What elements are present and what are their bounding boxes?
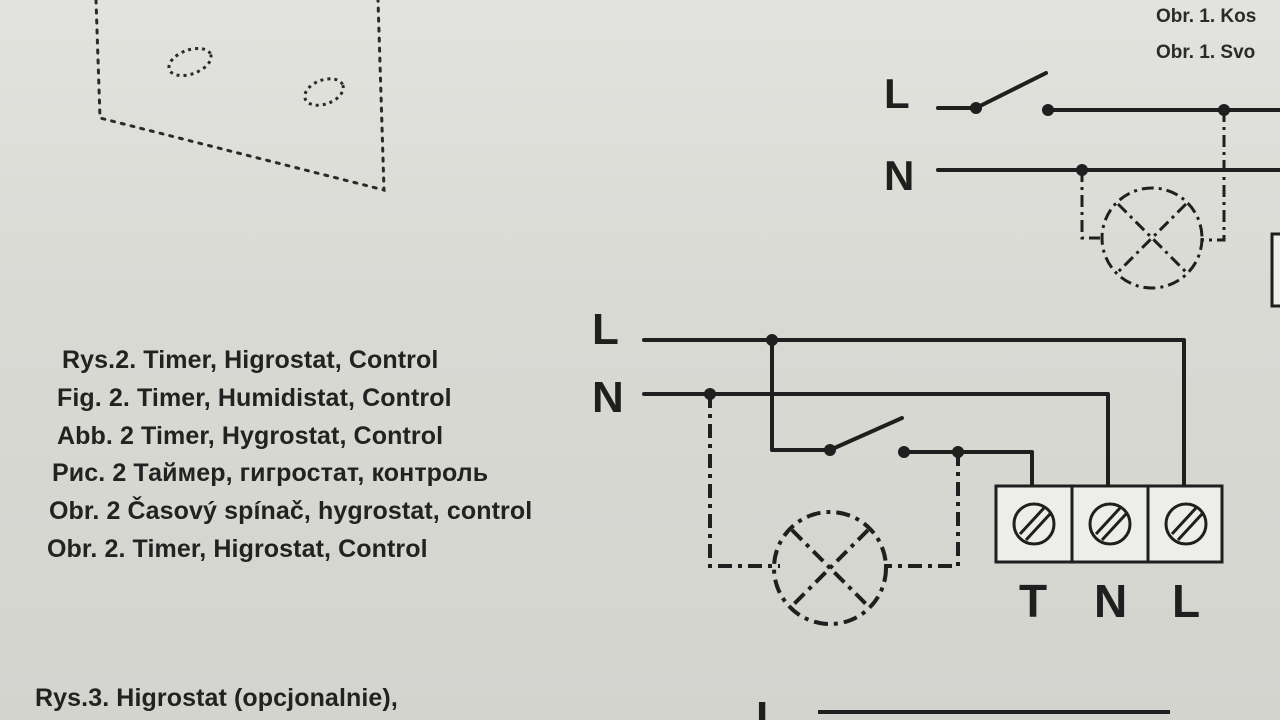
diagram2-N-wire <box>642 392 1110 488</box>
terminal-block: T N L <box>994 484 1224 627</box>
terminal-screw-T-icon <box>1012 502 1056 546</box>
diagram1-label-N: N <box>884 152 914 199</box>
fig2-caption-de: Abb. 2 Timer, Hygrostat, Control <box>57 422 444 450</box>
diagram1-terminal-edge <box>1270 232 1280 308</box>
fig2-caption-pl: Rys.2. Timer, Higrostat, Control <box>62 346 439 374</box>
diagram1-switch-contact <box>1042 104 1054 116</box>
diagram1-switch-lever <box>974 71 1048 110</box>
diagram1-lamp-cross-b <box>1116 202 1188 274</box>
diagram2-switch-feed-wire <box>770 338 832 452</box>
diagram2-L-wire <box>642 338 1186 488</box>
diagram2-lamp-wire-N <box>708 394 780 568</box>
diagram1-switch-pivot <box>970 102 982 114</box>
diagram2-lamp-cross-b <box>790 528 870 608</box>
diagram1-lamp-icon <box>1100 186 1204 290</box>
fig2-caption-en: Fig. 2. Timer, Humidistat, Control <box>57 384 452 412</box>
diagram2-switch-contact <box>898 446 910 458</box>
diagram1-lamp-wire-L <box>1202 110 1226 242</box>
fig1-caption-line-2: Obr. 1. Svo <box>1156 42 1256 63</box>
terminal-label-N: N <box>1094 575 1127 627</box>
terminal-block-body <box>994 484 1224 564</box>
diagram2-lamp-icon <box>772 510 888 626</box>
screw-hole-icon <box>167 46 345 107</box>
fig3-caption: Rys.3. Higrostat (opcjonalnie), <box>35 684 398 712</box>
diagram3: L <box>756 693 1170 720</box>
terminal-screw-N-icon <box>1088 502 1132 546</box>
diagram2-label-L: L <box>592 305 619 354</box>
diagram1: L N <box>884 70 1280 308</box>
diagram2-switch-pivot <box>824 444 836 456</box>
diagram2-L-junction <box>766 334 778 346</box>
diagram2-T-wire <box>902 450 1034 488</box>
terminal-screw-L-icon <box>1164 502 1208 546</box>
diagram1-lamp-cross-a <box>1116 202 1188 274</box>
terminal-label-T: T <box>1019 575 1047 627</box>
diagram1-label-L: L <box>884 70 910 117</box>
terminal-label-L: L <box>1172 575 1200 627</box>
diagram2-switch-lever <box>828 416 904 452</box>
diagram2: L N <box>592 305 1224 627</box>
fig2-caption-sk: Obr. 2. Timer, Higrostat, Control <box>47 535 428 563</box>
diagram1-lamp-wire-N <box>1080 170 1100 240</box>
diagram2-lamp-wire-T <box>884 452 960 568</box>
fan-outline-drawing <box>94 0 386 192</box>
diagram2-label-N: N <box>592 373 624 422</box>
diagram3-label-L: L <box>756 693 783 720</box>
fig2-caption-ru: Рис. 2 Таймер, гигростат, контроль <box>52 459 489 487</box>
fig2-caption-block: Rys.2. Timer, Higrostat, Control Fig. 2.… <box>35 346 533 712</box>
fig2-caption-cs: Obr. 2 Časový spínač, hygrostat, control <box>49 497 533 525</box>
fig1-caption-line-1: Obr. 1. Kos <box>1156 6 1257 27</box>
